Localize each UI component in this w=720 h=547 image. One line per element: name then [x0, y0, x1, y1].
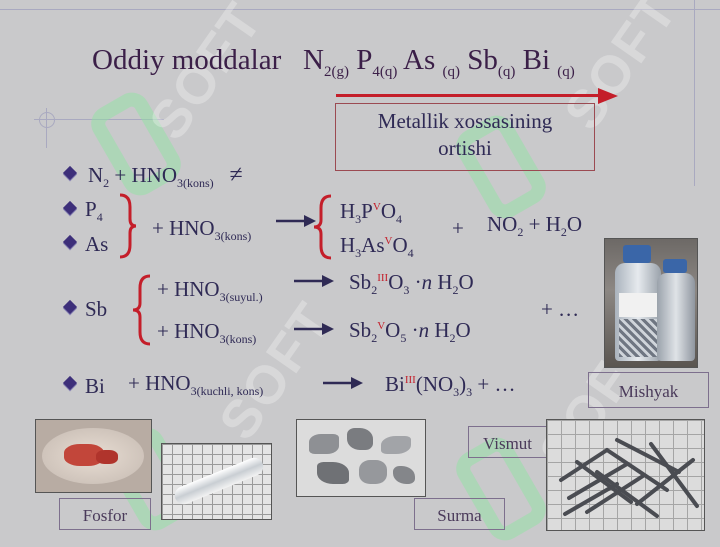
reagent-p-as: + HNO3(kons) [152, 216, 252, 244]
bottle-contents [619, 319, 657, 357]
trend-line-2: ortishi [438, 136, 492, 160]
trend-arrow-head [598, 88, 618, 104]
title-element-sb: Sb(q) [467, 44, 516, 80]
caption-mishyak: Mishyak [588, 372, 709, 408]
label-p4: P4 [85, 197, 103, 225]
caption-fosfor: Fosfor [59, 498, 151, 530]
antimony-piece [381, 436, 411, 454]
title-element-n2: N2(g) [303, 44, 349, 80]
bottle-label [619, 293, 657, 317]
photo-ampoule [161, 443, 272, 520]
trend-line-1: Metallik xossasining [377, 109, 553, 133]
arrow-bi [323, 377, 363, 389]
reagent-bi: + HNO3(kuchli, kons) [128, 371, 264, 399]
bullet-diamond [62, 165, 78, 181]
label-bi: Bi [85, 374, 105, 398]
ampoule [172, 455, 266, 507]
antimony-piece [347, 428, 373, 450]
bullet-diamond [62, 375, 78, 391]
photo-antimony [296, 419, 426, 497]
rule-circle [39, 112, 55, 128]
bullet-diamond [62, 234, 78, 250]
slide-title: Oddiy moddalar N2(g) P4(q) As (q) Sb(q) … [92, 44, 575, 81]
product-bi-nitrate: BiIII(NO3)3 + … [385, 372, 516, 400]
bismuth-needles [559, 438, 699, 518]
title-prefix: Oddiy moddalar [92, 44, 282, 76]
photo-bismuth-needles [546, 419, 705, 531]
title-element-p4: P4(q) [356, 44, 398, 80]
antimony-piece [309, 434, 339, 454]
not-equal-sign: ≠ [229, 162, 243, 188]
right-rule [694, 0, 695, 186]
top-rule [0, 9, 720, 10]
trend-arrow-line [336, 94, 600, 97]
brace-products [313, 194, 332, 260]
arrow-p-as [276, 215, 316, 227]
row-n2: N2 + HNO3(kons) ≠ [88, 162, 243, 191]
brace-sb [132, 274, 151, 346]
antimony-piece [393, 466, 415, 484]
trend-box: Metallik xossasining ortishi [335, 103, 595, 171]
product-h3aso4: H3AsVO4 [340, 233, 414, 261]
red-phosphorus [64, 444, 104, 466]
antimony-piece [317, 462, 349, 484]
product-h3po4: H3PVO4 [340, 199, 402, 227]
caption-vismut: Vismut [468, 426, 547, 458]
arrow-sb-2 [294, 323, 334, 335]
left-rule-h [34, 119, 164, 120]
antimony-piece [359, 460, 387, 484]
sb-etc: + … [541, 297, 580, 321]
photo-arsenic-bottles [604, 238, 698, 368]
title-element-bi: Bi (q) [522, 44, 575, 80]
arrow-sb-1 [294, 275, 334, 287]
title-element-as: As (q) [403, 44, 460, 80]
bullet-diamond [62, 200, 78, 216]
bottle-body [657, 273, 695, 361]
brace-p-as [119, 193, 137, 259]
bottle-cap [663, 259, 687, 273]
reagent-sb-dilute: + HNO3(suyul.) [157, 277, 263, 305]
caption-surma: Surma [414, 498, 505, 530]
bottle-cap [623, 245, 651, 263]
photo-phosphorus [35, 419, 152, 493]
label-sb: Sb [85, 297, 108, 321]
label-as: As [85, 232, 109, 256]
product-no2-h2o: NO2 + H2O [487, 212, 583, 240]
plus-sign: + [452, 216, 464, 240]
bullet-diamond [62, 299, 78, 315]
left-rule-v [46, 108, 47, 148]
reagent-sb-conc: + HNO3(kons) [157, 319, 257, 347]
product-sb2o3: Sb2IIIO3 ·n H2O [349, 270, 474, 298]
product-sb2o5: Sb2VO5 ·n H2O [349, 318, 471, 346]
red-phosphorus [96, 450, 118, 464]
